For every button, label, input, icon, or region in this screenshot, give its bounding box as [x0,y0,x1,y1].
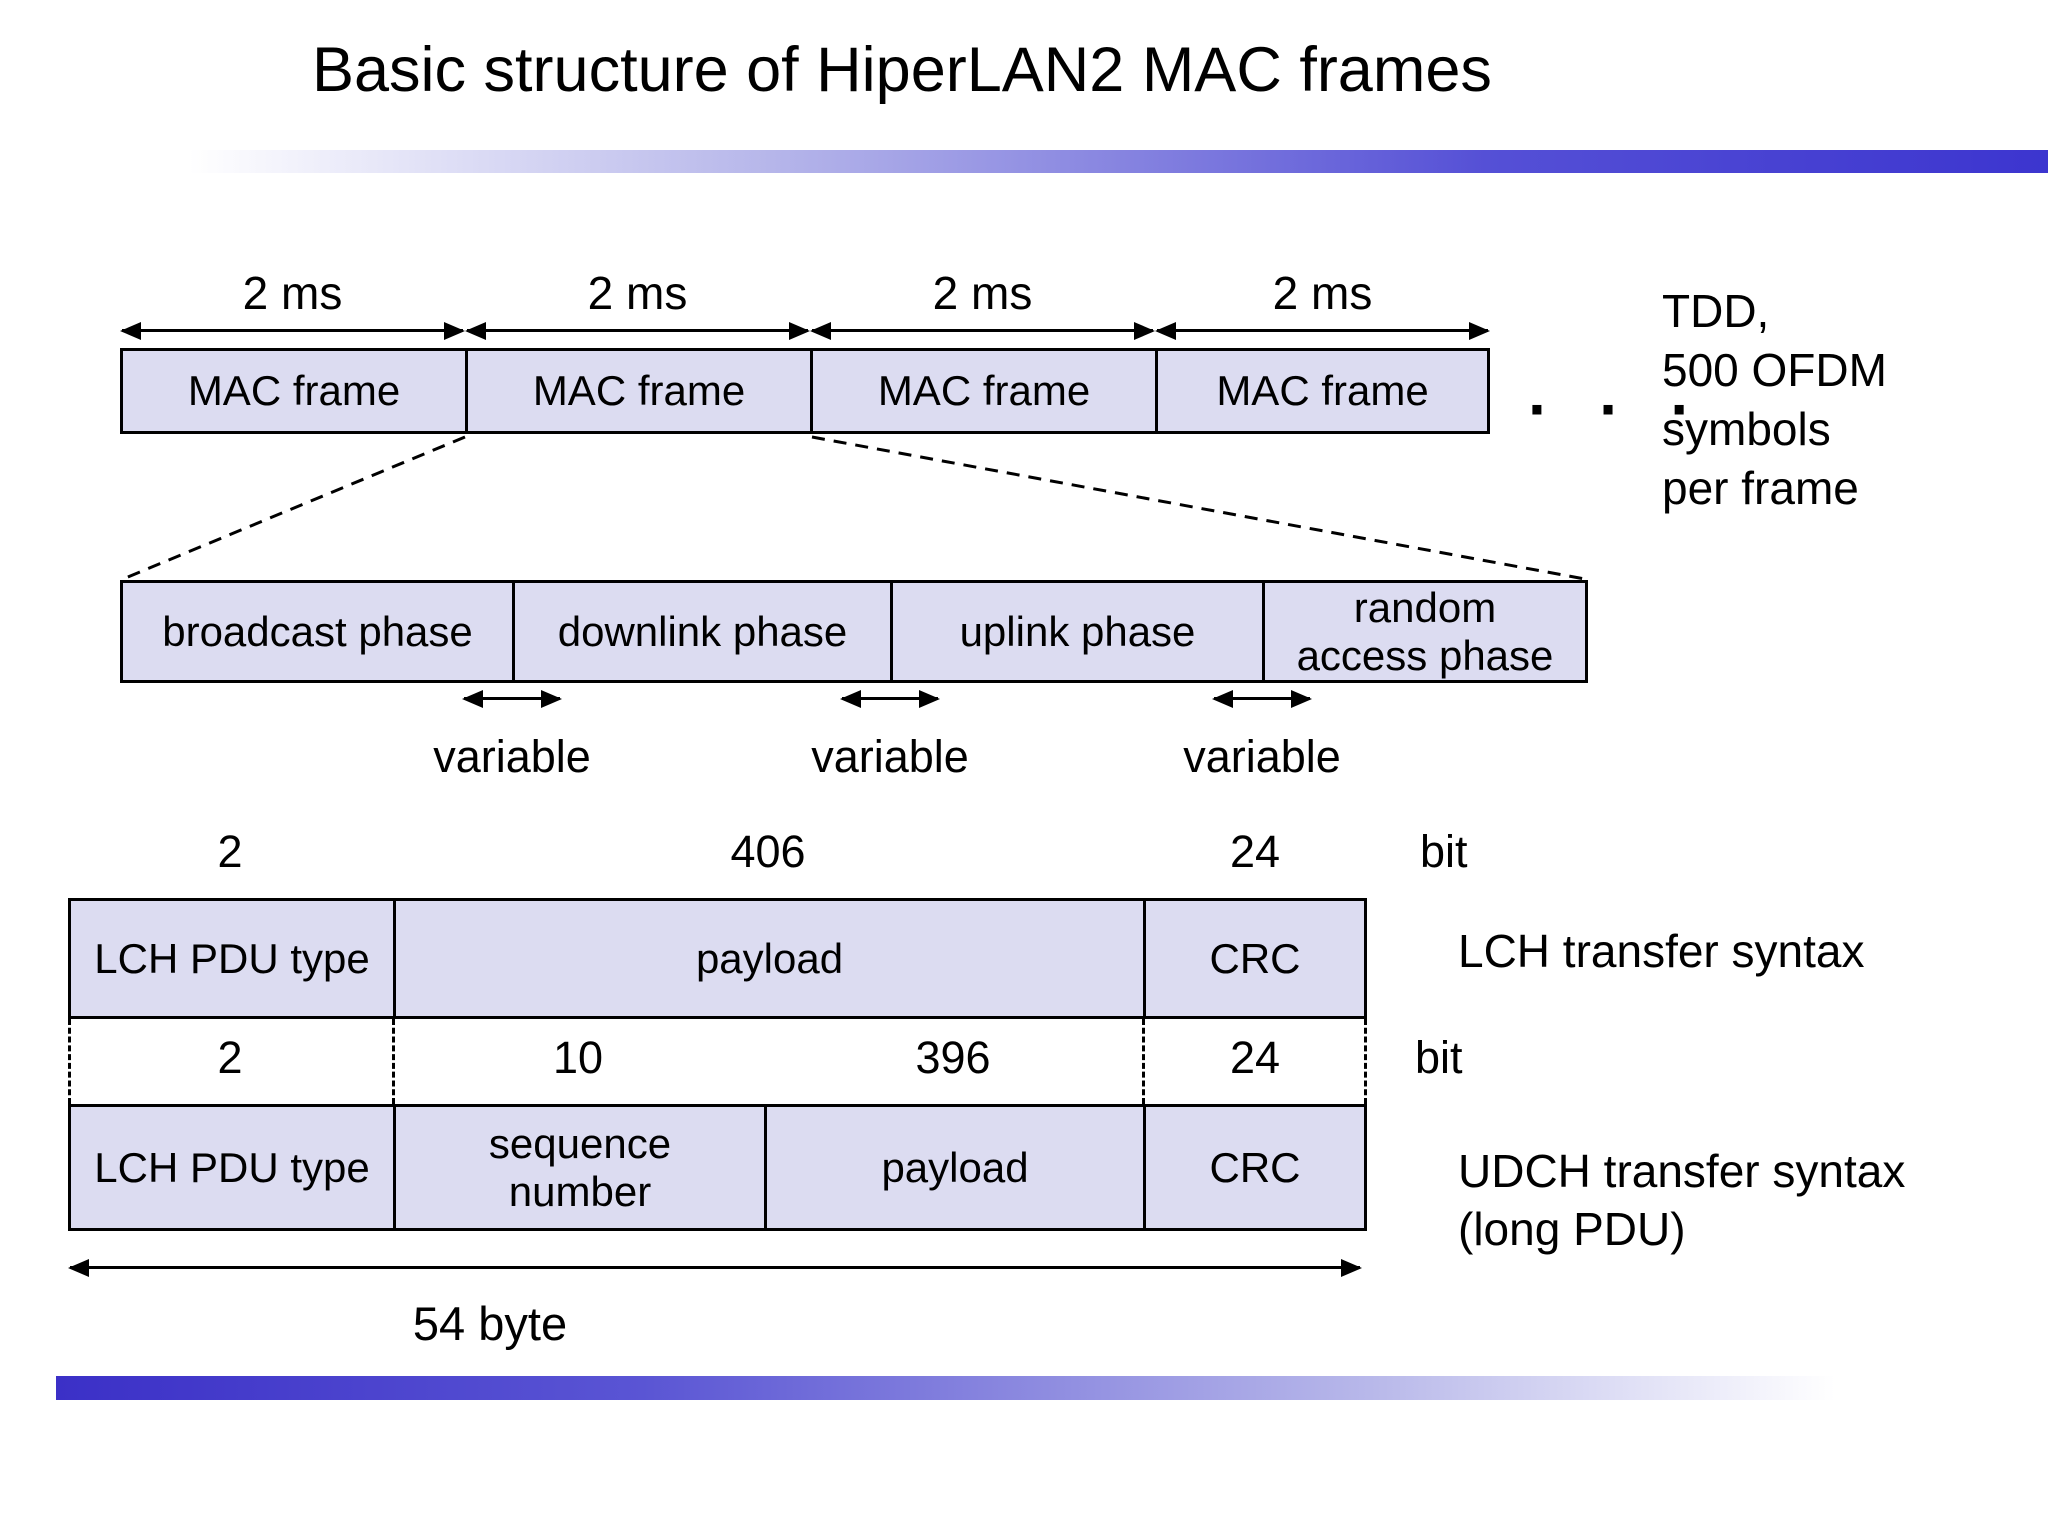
variable-arrow [840,690,940,708]
udch-cell-payload: payload [764,1107,1143,1228]
variable-arrow [462,690,562,708]
lch-pdu-row: LCH PDU type payload CRC [68,898,1367,1019]
udch-caption: UDCH transfer syntax (long PDU) [1458,1142,1905,1258]
lch-caption: LCH transfer syntax [1458,925,1865,977]
lch-cell-crc: CRC [1143,901,1364,1016]
byte-span-arrow [68,1259,1362,1277]
duration-label: 2 ms [1272,267,1373,319]
mac-frame-cell: MAC frame [187,367,401,414]
bit-width-label: 406 [730,826,806,877]
connector-dashed-line [68,1019,71,1104]
variable-arrow [1212,690,1312,708]
bit-unit-label: bit [1420,826,1468,877]
duration-arrow [810,322,1155,340]
mac-frame-row: MAC frame MAC frame MAC frame MAC frame [120,348,1490,434]
bit-width-label: 396 [915,1032,991,1083]
phase-cell-uplink: uplink phase [890,583,1262,680]
ellipsis-dots: · · · [1528,373,1708,445]
duration-label: 2 ms [242,267,343,319]
duration-label: 2 ms [932,267,1033,319]
lch-cell-pdu-type: LCH PDU type [94,934,370,982]
duration-arrow [465,322,810,340]
mac-frame-cell: MAC frame [1155,351,1487,431]
bit-width-label: 24 [1229,1032,1281,1083]
phase-cell-downlink: downlink phase [512,583,890,680]
udch-caption-line: (long PDU) [1458,1203,1686,1255]
connector-dashed-line [1364,1019,1367,1104]
variable-label: variable [811,731,969,782]
variable-label: variable [1183,731,1341,782]
udch-cell-sequence-number: sequence number [393,1107,764,1228]
bit-width-label: 24 [1229,826,1281,877]
bit-width-label: 2 [217,1032,243,1083]
bit-unit-label: bit [1415,1032,1463,1083]
mac-frame-cell: MAC frame [810,351,1155,431]
duration-arrow [120,322,465,340]
udch-cell-pdu-type: LCH PDU type [94,1143,370,1191]
byte-span-label: 54 byte [412,1297,568,1350]
bit-width-label: 2 [217,826,243,877]
duration-arrow [1155,322,1490,340]
bottom-divider-bar [56,1376,1890,1400]
udch-pdu-row: LCH PDU type sequence number payload CRC [68,1104,1367,1231]
udch-caption-line: UDCH transfer syntax [1458,1145,1906,1197]
lch-cell-payload: payload [393,901,1143,1016]
tdd-note-line: symbols [1662,403,1831,455]
connector-dashed-line [1142,1019,1145,1104]
mac-frame-cell: MAC frame [465,351,810,431]
phase-cell-broadcast: broadcast phase [162,607,473,655]
tdd-note: TDD, 500 OFDM symbols per frame [1662,282,1887,518]
phase-cell-random-access: random access phase [1262,583,1585,680]
tdd-note-line: per frame [1662,462,1859,514]
udch-cell-crc: CRC [1143,1107,1364,1228]
page-title: Basic structure of HiperLAN2 MAC frames [312,35,1492,105]
tdd-note-line: 500 OFDM [1662,344,1887,396]
phase-row: broadcast phase downlink phase uplink ph… [120,580,1588,683]
variable-label: variable [433,731,591,782]
bit-width-label: 10 [552,1032,604,1083]
tdd-note-line: TDD, [1662,285,1770,337]
connector-dashed-line [392,1019,395,1104]
top-divider-bar [170,150,2048,173]
duration-label: 2 ms [587,267,688,319]
